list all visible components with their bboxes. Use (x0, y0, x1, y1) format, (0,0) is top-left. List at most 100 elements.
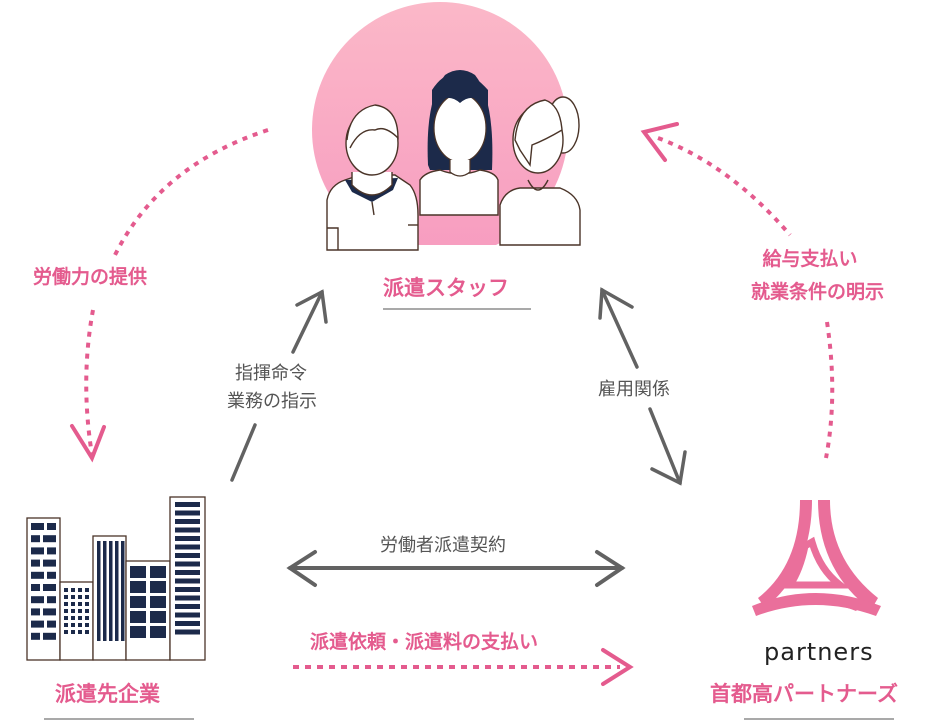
client-title-underline (44, 718, 194, 720)
building-window (175, 536, 200, 541)
building-window (64, 623, 68, 627)
building-window (150, 611, 166, 623)
building-window (150, 626, 166, 638)
building-window (31, 620, 44, 628)
building-window (175, 612, 200, 618)
labor-provision-arrow (70, 128, 269, 463)
building-window (71, 616, 75, 620)
building-window (175, 553, 200, 558)
building-window (85, 595, 89, 599)
dispatch-request-arrow (293, 648, 634, 686)
building-window (175, 587, 200, 592)
building-window (47, 596, 56, 604)
staff-title-underline (383, 308, 531, 310)
building-window (85, 630, 89, 634)
building-window (150, 581, 166, 593)
building-window (64, 609, 68, 613)
building-window (150, 596, 166, 608)
man-figure (326, 104, 419, 251)
building-window (31, 547, 44, 555)
building-window (31, 584, 40, 591)
building-window (43, 632, 56, 640)
building-window (31, 559, 40, 567)
woman-right-figure (499, 96, 581, 246)
employment-arrow (598, 287, 687, 486)
building-window (130, 566, 146, 578)
building-window (71, 595, 75, 599)
building-window (47, 547, 56, 555)
building-window (109, 541, 113, 641)
building-window (130, 611, 146, 623)
building-window (175, 621, 200, 626)
salary-arrow (640, 122, 835, 459)
building-window (175, 544, 200, 550)
staff-title: 派遣スタッフ (383, 276, 509, 300)
agency-title-underline (744, 718, 894, 720)
building-window (78, 602, 82, 606)
building-window (47, 523, 56, 530)
building-window (31, 632, 40, 640)
building-window (78, 588, 82, 592)
command-label-line1: 指揮命令 (235, 363, 307, 384)
building-window (78, 595, 82, 599)
building-window (130, 596, 146, 608)
building-window (64, 602, 68, 606)
building-window (71, 588, 75, 592)
building-window (78, 630, 82, 634)
client-title: 派遣先企業 (55, 682, 160, 706)
building-window (71, 602, 75, 606)
dispatch-contract-arrow (286, 550, 626, 587)
salary-label-line1: 給与支払い (762, 248, 858, 270)
building-window (43, 535, 56, 543)
building-window (31, 523, 44, 530)
building-window (175, 578, 200, 584)
people-group-icon (300, 2, 600, 265)
building-window (175, 570, 200, 575)
building-window (175, 561, 200, 567)
building-window (78, 616, 82, 620)
building-window (78, 609, 82, 613)
building-window (64, 630, 68, 634)
building-window (31, 608, 40, 616)
building-window (64, 588, 68, 592)
building-window (85, 623, 89, 627)
building-window (150, 566, 166, 578)
building-window (175, 519, 200, 524)
labor-provision-label: 労働力の提供 (33, 266, 148, 288)
buildings-icon (26, 496, 206, 661)
building-window (175, 629, 200, 635)
building-window (85, 602, 89, 606)
building-window (71, 623, 75, 627)
building-window (85, 616, 89, 620)
building-window (103, 541, 107, 641)
dispatch-contract-label: 労働者派遣契約 (380, 535, 506, 556)
building-window (64, 595, 68, 599)
building-window (130, 581, 146, 593)
building-window (43, 584, 56, 591)
building-window (85, 609, 89, 613)
dispatch-request-label: 派遣依頼・派遣料の支払い (310, 631, 539, 653)
building-window (175, 510, 200, 516)
building-window (31, 571, 44, 579)
building-window (43, 608, 56, 616)
building-window (85, 588, 89, 592)
partners-logo-text: partners (764, 638, 874, 666)
building-window (64, 616, 68, 620)
building-window (115, 541, 119, 641)
building-window (43, 559, 56, 567)
building-window (47, 571, 56, 579)
building-window (47, 620, 56, 628)
salary-label-line2: 就業条件の明示 (750, 281, 884, 303)
building-window (31, 596, 44, 604)
building-window (130, 626, 146, 638)
building-window (175, 604, 200, 609)
building-window (97, 541, 101, 641)
building-window (175, 595, 200, 601)
building-window (175, 527, 200, 533)
woman-center-figure (419, 70, 499, 216)
building-window (71, 630, 75, 634)
command-label-line2: 業務の指示 (227, 391, 317, 412)
building-window (31, 535, 40, 543)
